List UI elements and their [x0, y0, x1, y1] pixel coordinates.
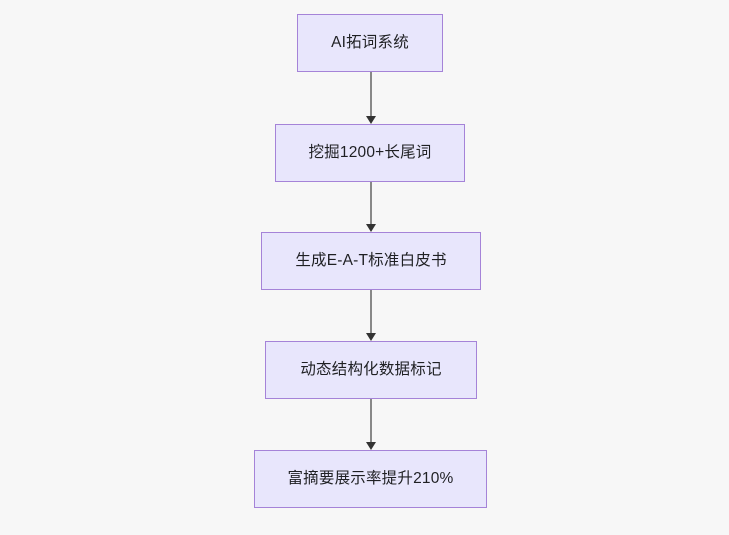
edge-line [370, 72, 372, 117]
flow-edge-1 [364, 72, 378, 124]
flow-node-ai-keyword-system[interactable]: AI拓词系统 [297, 14, 443, 72]
flow-node-label: 挖掘1200+长尾词 [308, 144, 432, 162]
arrow-head-icon [366, 116, 376, 124]
flow-node-generate-eat-whitepaper[interactable]: 生成E-A-T标准白皮书 [261, 232, 481, 290]
edge-line [370, 182, 372, 225]
edge-line [370, 290, 372, 334]
flow-edge-4 [364, 399, 378, 450]
flow-edge-3 [364, 290, 378, 341]
flow-node-dynamic-structured-data-markup[interactable]: 动态结构化数据标记 [265, 341, 477, 399]
arrow-head-icon [366, 333, 376, 341]
flow-node-label: 生成E-A-T标准白皮书 [295, 252, 447, 270]
flow-node-mine-longtail-keywords[interactable]: 挖掘1200+长尾词 [275, 124, 465, 182]
edge-line [370, 399, 372, 443]
flow-node-label: 动态结构化数据标记 [300, 361, 442, 379]
flow-node-label: 富摘要展示率提升210% [287, 470, 454, 488]
flow-node-rich-snippet-impression-lift[interactable]: 富摘要展示率提升210% [254, 450, 487, 508]
flow-node-label: AI拓词系统 [331, 34, 409, 52]
arrow-head-icon [366, 442, 376, 450]
flow-edge-2 [364, 182, 378, 232]
arrow-head-icon [366, 224, 376, 232]
